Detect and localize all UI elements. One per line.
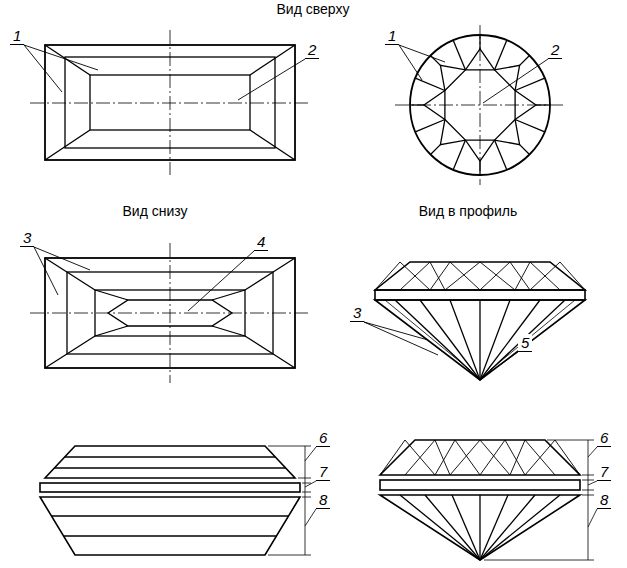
callout-number: 6 — [597, 429, 611, 447]
callout-number: 2 — [305, 41, 319, 59]
callout-number: 3 — [350, 304, 364, 322]
round-profile-parts — [380, 440, 580, 560]
dimension-lines — [484, 440, 597, 560]
emerald-profile-parts — [40, 446, 300, 555]
callout-number: 8 — [597, 491, 611, 509]
callout-number: 8 — [316, 491, 330, 509]
center-lines — [30, 25, 565, 383]
round-top-view — [410, 35, 550, 175]
emerald-top-view — [45, 45, 295, 160]
view-title: Вид сверху — [277, 1, 350, 18]
view-title: Вид снизу — [122, 203, 187, 220]
callout-number: 7 — [597, 463, 611, 481]
round-profile-view — [375, 262, 585, 380]
callout-number: 1 — [385, 27, 399, 45]
callout-number: 4 — [254, 233, 268, 251]
callout-number: 1 — [10, 27, 24, 45]
view-title: Вид в профиль — [419, 203, 518, 220]
leader-lines — [24, 45, 548, 377]
callout-number: 5 — [518, 334, 532, 352]
callout-number: 6 — [316, 429, 330, 447]
dimension-lines — [268, 446, 316, 555]
callout-number: 2 — [548, 41, 562, 59]
callout-number: 7 — [316, 463, 330, 481]
callout-number: 3 — [20, 229, 34, 247]
emerald-bottom-view — [45, 258, 295, 368]
